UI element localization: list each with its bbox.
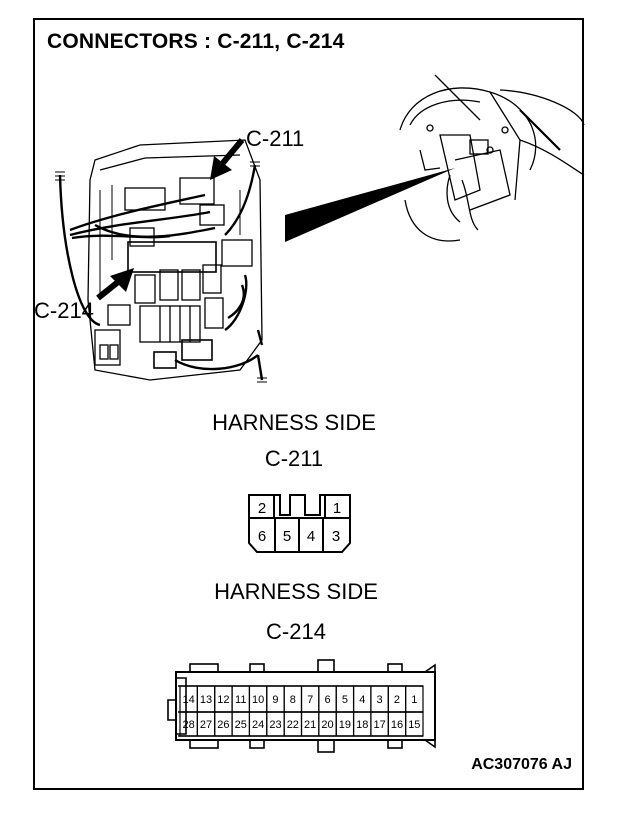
c211-heading: HARNESS SIDE (212, 410, 376, 435)
c214-pin: 28 (183, 719, 195, 731)
c214-pin: 25 (235, 719, 247, 731)
diagram-frame: CONNECTORS : C-211, C-214 AC307076 AJ (33, 18, 584, 790)
c214-pin: 12 (217, 694, 229, 706)
c211-pin: 6 (258, 528, 266, 545)
c211-pin-labels: 2 1 6 5 4 3 (258, 500, 341, 545)
c214-pin: 15 (408, 719, 420, 731)
c211-pin: 4 (307, 528, 315, 545)
c214-pin: 9 (272, 694, 278, 706)
c214-pin: 26 (217, 719, 229, 731)
callout-label-c214: C-214 (34, 298, 94, 323)
c214-pin: 16 (391, 719, 403, 731)
c214-pin: 20 (321, 719, 333, 731)
c214-pin: 13 (200, 694, 212, 706)
wire-end-ticks (55, 161, 267, 383)
c214-heading: HARNESS SIDE (214, 579, 378, 604)
figure-code: AC307076 AJ (471, 756, 572, 773)
c214-pin: 27 (200, 719, 212, 731)
block-detail-lines (99, 185, 241, 300)
c214-pin-cell (405, 711, 424, 737)
connector-c211 (248, 494, 351, 553)
c214-pin: 17 (373, 719, 385, 731)
c214-pin: 10 (252, 694, 264, 706)
c214-pin: 3 (377, 694, 383, 706)
harness-wires (58, 164, 264, 381)
c214-name: C-214 (266, 619, 326, 644)
c214-pin: 14 (183, 694, 195, 706)
callout-arrow-c214 (96, 268, 134, 301)
c214-pin: 7 (307, 694, 313, 706)
c214-pin: 6 (324, 694, 330, 706)
c214-pin: 22 (287, 719, 299, 731)
c211-name: C-211 (264, 446, 324, 471)
c214-pin: 19 (339, 719, 351, 731)
c214-pin: 8 (290, 694, 296, 706)
callout-arrow-c211 (210, 138, 245, 180)
c214-pin: 21 (304, 719, 316, 731)
c211-pin: 1 (333, 500, 341, 517)
junction-block-drawing (87, 139, 263, 381)
c214-pin: 18 (356, 719, 368, 731)
c214-pin: 4 (359, 694, 365, 706)
c211-pin: 3 (332, 528, 340, 545)
c214-pin: 11 (235, 694, 246, 706)
callout-label-c211: C-211 (246, 126, 304, 151)
c214-pin: 24 (252, 719, 264, 731)
c214-pin: 1 (411, 694, 417, 706)
c214-pin: 23 (269, 719, 281, 731)
steering-area-drawing (399, 74, 585, 242)
c214-pin: 5 (342, 694, 348, 706)
c211-pin: 5 (283, 528, 291, 545)
leader-wedge (285, 168, 455, 242)
c211-pin: 2 (258, 500, 266, 517)
page-title: CONNECTORS : C-211, C-214 (47, 30, 345, 53)
c214-pin: 2 (394, 694, 400, 706)
